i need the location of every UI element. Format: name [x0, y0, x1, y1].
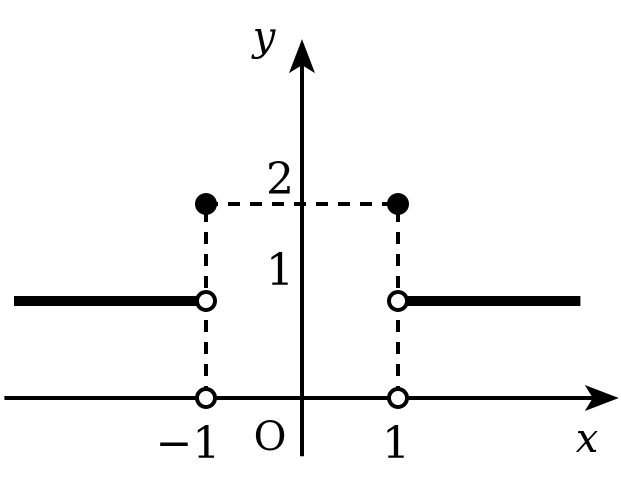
x-tick-label: 1 — [382, 418, 410, 469]
open-point — [195, 290, 217, 312]
closed-point — [195, 193, 217, 215]
open-point — [387, 290, 409, 312]
open-point — [387, 387, 409, 409]
x-tick-label: −1 — [156, 418, 221, 469]
y-tick-label: 2 — [266, 154, 294, 205]
origin-label: O — [254, 414, 287, 460]
graph-points — [195, 193, 409, 409]
axes — [4, 39, 619, 457]
open-point — [195, 387, 217, 409]
x-axis-arrowhead — [584, 385, 619, 411]
y-tick-label: 1 — [266, 245, 294, 296]
tick-labels: −1 1 1 2 — [156, 154, 410, 469]
y-axis-label: y — [251, 14, 277, 60]
axis-labels: x y O — [251, 14, 599, 462]
y-axis-arrowhead — [289, 39, 315, 74]
closed-point — [387, 193, 409, 215]
x-axis-label: x — [576, 416, 599, 462]
